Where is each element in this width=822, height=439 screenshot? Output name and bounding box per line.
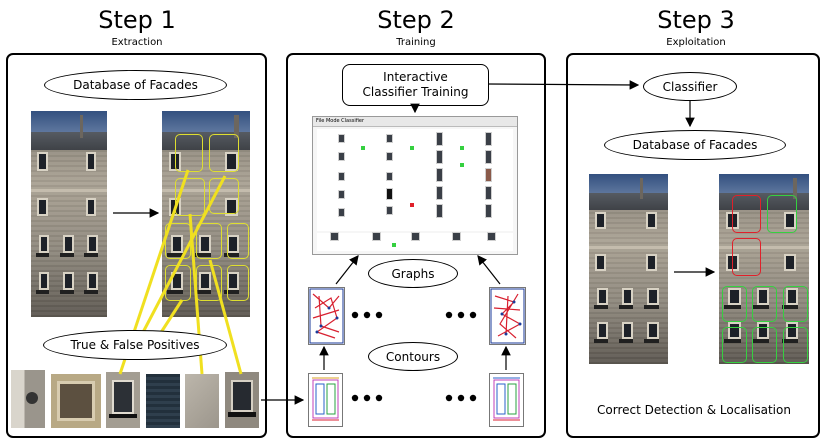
classifier-label: Classifier [643,72,737,101]
patch-thumbnail [106,372,140,428]
step1-title: Step 1 [98,6,176,34]
false-detection-box [732,195,761,233]
candidate-box [165,265,191,301]
contours-label: Contours [368,342,458,371]
interactive-training-label: Interactive Classifier Training [362,70,469,99]
facade-image-result [719,174,809,364]
candidate-box [196,265,222,301]
ellipsis-dots [351,394,383,402]
correct-detection-box [752,286,777,322]
candidate-box [165,223,191,259]
step3-title: Step 3 [657,6,735,34]
step2-subtitle: Training [396,37,436,48]
patch-thumbnail [146,374,180,428]
interactive-training-box: Interactive Classifier Training [342,64,489,106]
step2-title: Step 2 [377,6,455,34]
step3-database-label: Database of Facades [604,130,786,160]
positives-label: True & False Positives [43,330,227,360]
result-caption: Correct Detection & Localisation [597,403,791,417]
candidate-box [175,134,203,172]
facade-image-test [589,174,668,364]
candidate-box [175,178,205,216]
false-detection-box [732,238,761,276]
graph-thumbnail-left [308,287,345,345]
candidate-box [196,223,222,259]
facade-image-original [31,111,107,317]
classifier-tool-screenshot: File Mode Classifier [312,116,518,255]
correct-detection-box [767,195,797,233]
step1-database-label: Database of Facades [44,70,227,100]
patch-thumbnail [11,370,45,428]
contour-thumbnail-right [489,373,524,427]
graph-thumbnail-right [489,287,526,345]
correct-detection-box [722,327,747,363]
patch-thumbnail [185,374,219,428]
candidate-box [227,265,249,301]
patch-thumbnail [51,374,101,428]
ellipsis-dots [351,311,383,319]
ellipsis-dots [445,394,477,402]
correct-detection-box [783,327,808,363]
candidate-box [209,178,239,214]
step3-subtitle: Exploitation [666,37,726,48]
tool-menu-bar: File Mode Classifier [313,117,517,127]
graphs-label: Graphs [368,259,458,288]
correct-detection-box [783,286,808,322]
correct-detection-box [722,286,747,322]
correct-detection-box [752,327,777,363]
candidate-box [209,134,239,172]
contour-thumbnail-left [308,373,343,427]
ellipsis-dots [445,311,477,319]
step1-subtitle: Extraction [111,37,163,48]
patch-thumbnail [225,372,259,428]
candidate-box [227,223,249,259]
